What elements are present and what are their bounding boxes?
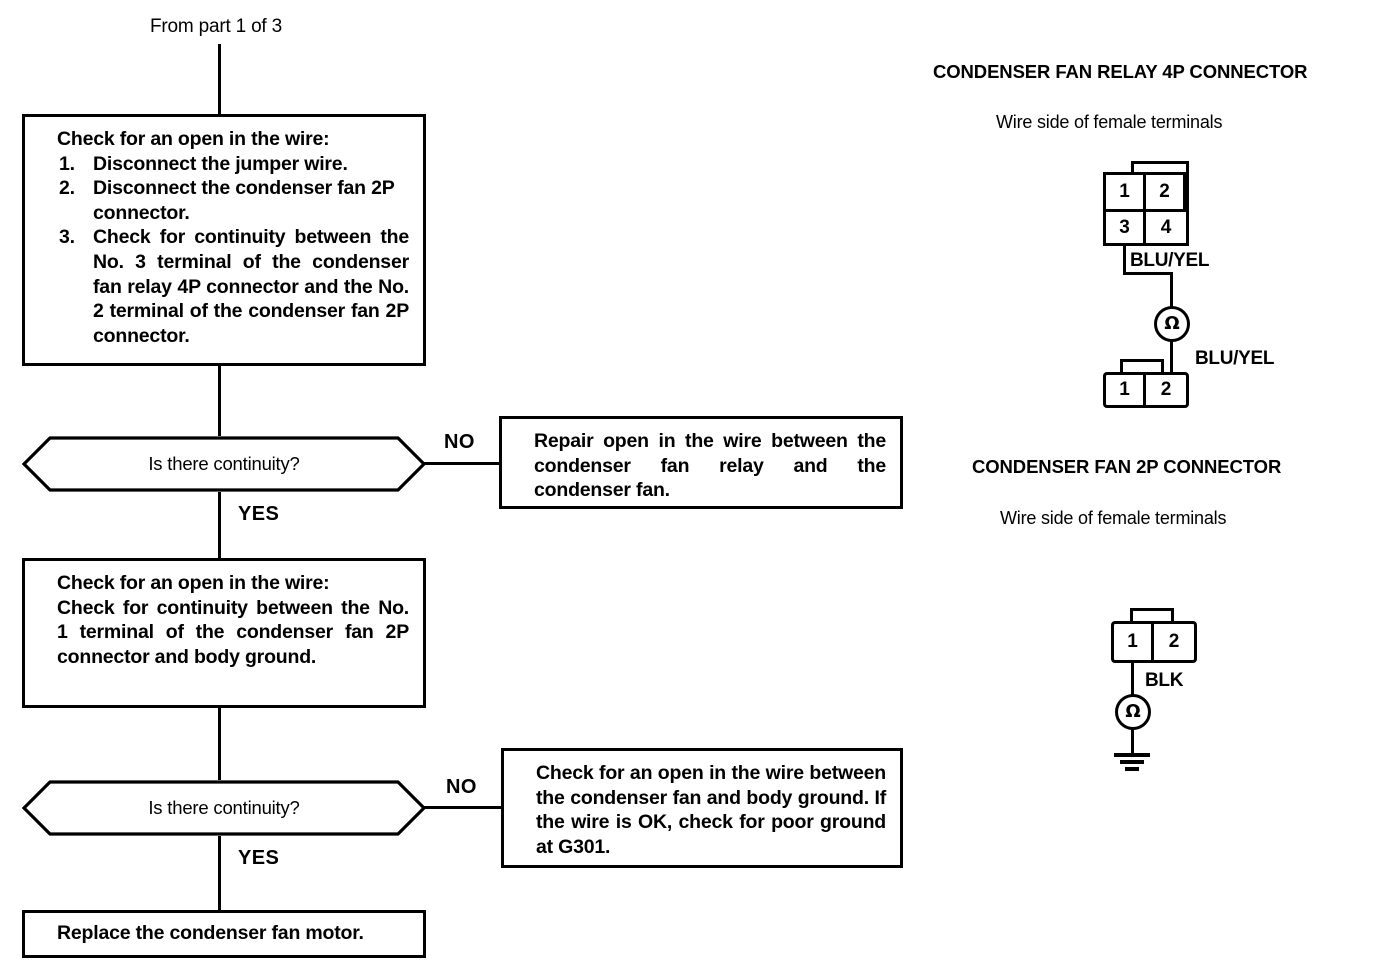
step1-item-2-number: 2. (59, 177, 75, 200)
fan-2p-body: 1 2 (1111, 621, 1197, 663)
relay-4p-wire-meter-to-2p (1170, 341, 1173, 375)
fan-2p-upper-pin-2: 2 (1160, 379, 1172, 400)
final-text: Replace the condenser fan motor. (57, 922, 364, 944)
step1-list: 1. Disconnect the jumper wire. 2. Discon… (57, 152, 409, 349)
result1-text: Repair open in the wire between the cond… (534, 430, 886, 502)
ohmmeter-upper: Ω (1154, 306, 1190, 342)
step2-box: Check for an open in the wire: Check for… (22, 558, 426, 708)
relay-4p-pin-1: 1 (1106, 175, 1146, 209)
connector-line-step1-to-decision1 (218, 366, 221, 436)
connector-line-caption-to-step1 (218, 44, 221, 114)
step2-body: Check for continuity between the No. 1 t… (57, 596, 409, 668)
relay-4p-subtitle: Wire side of female terminals (996, 112, 1223, 132)
decision1-yes-label: YES (238, 503, 280, 525)
ground-icon-bar-1 (1114, 753, 1150, 757)
decision2-no-label: NO (446, 776, 477, 798)
decision2-hexagon: Is there continuity? (22, 780, 426, 836)
fan-2p-pin-1: 1 (1114, 624, 1154, 660)
relay-4p-wire-label-bottom: BLU/YEL (1195, 348, 1275, 369)
connector-line-step2-to-decision2 (218, 708, 221, 780)
step1-heading: Check for an open in the wire: (57, 128, 330, 150)
relay-4p-body: 1 2 3 4 (1103, 172, 1189, 246)
fan-2p-wire-label: BLK (1145, 670, 1184, 691)
decision1-question: Is there continuity? (148, 453, 300, 474)
fan-2p-heading: CONDENSER FAN 2P CONNECTOR (972, 456, 1282, 477)
step1-list-item: 1. Disconnect the jumper wire. (57, 152, 409, 177)
result2-text: Check for an open in the wire between th… (536, 762, 886, 858)
fan-2p-upper-tab (1120, 359, 1164, 373)
fan-2p-pin-2: 2 (1168, 631, 1180, 652)
relay-4p-heading: CONDENSER FAN RELAY 4P CONNECTOR (933, 61, 1308, 82)
relay-4p-wire-label-top: BLU/YEL (1130, 250, 1210, 271)
decision1-shape (22, 436, 426, 492)
step1-item-2-text: Disconnect the condenser fan 2P connecto… (93, 177, 395, 224)
relay-4p-wire-drop (1123, 246, 1126, 274)
step1-list-item: 3. Check for continuity between the No. … (57, 225, 409, 348)
relay-4p-tab (1131, 161, 1189, 175)
connector-line-decision2-yes (218, 836, 221, 910)
ground-icon-bar-2 (1120, 760, 1144, 764)
relay-4p-wire-run (1123, 272, 1173, 275)
ohmmeter-lower: Ω (1115, 694, 1151, 730)
fan-2p-wire-to-ground (1131, 729, 1134, 756)
relay-4p-pin-3: 3 (1106, 209, 1146, 243)
step1-item-1-number: 1. (59, 152, 75, 175)
decision2-question: Is there continuity? (148, 797, 300, 818)
step1-box: Check for an open in the wire: 1. Discon… (22, 114, 426, 366)
fan-2p-subtitle: Wire side of female terminals (1000, 508, 1227, 528)
result1-box: Repair open in the wire between the cond… (499, 416, 903, 509)
ground-icon-bar-3 (1125, 767, 1139, 771)
step1-list-item: 2. Disconnect the condenser fan 2P conne… (57, 176, 409, 225)
result2-box: Check for an open in the wire between th… (501, 748, 903, 868)
fan-2p-wire-to-meter (1131, 663, 1134, 695)
step1-item-1-text: Disconnect the jumper wire. (93, 152, 348, 175)
decision2-yes-label: YES (238, 847, 280, 869)
final-box: Replace the condenser fan motor. (22, 910, 426, 958)
connector-line-decision1-yes (218, 492, 221, 558)
relay-4p-pin-2: 2 (1146, 175, 1186, 209)
step1-item-3-number: 3. (59, 226, 75, 249)
decision1-hexagon: Is there continuity? (22, 436, 426, 492)
fan-2p-tab (1130, 608, 1174, 622)
from-part-caption: From part 1 of 3 (150, 16, 282, 37)
connector-line-decision1-no (424, 462, 500, 465)
step1-item-3-text: Check for continuity between the No. 3 t… (93, 226, 409, 347)
decision2-shape (22, 780, 426, 836)
fan-2p-upper-pin-1: 1 (1106, 375, 1146, 405)
connector-line-decision2-no (424, 806, 502, 809)
fan-2p-upper-body: 1 2 (1103, 372, 1189, 408)
relay-4p-wire-to-meter (1170, 272, 1173, 308)
step2-heading: Check for an open in the wire: (57, 572, 330, 594)
decision1-no-label: NO (444, 431, 475, 453)
relay-4p-pin-4: 4 (1146, 209, 1186, 243)
